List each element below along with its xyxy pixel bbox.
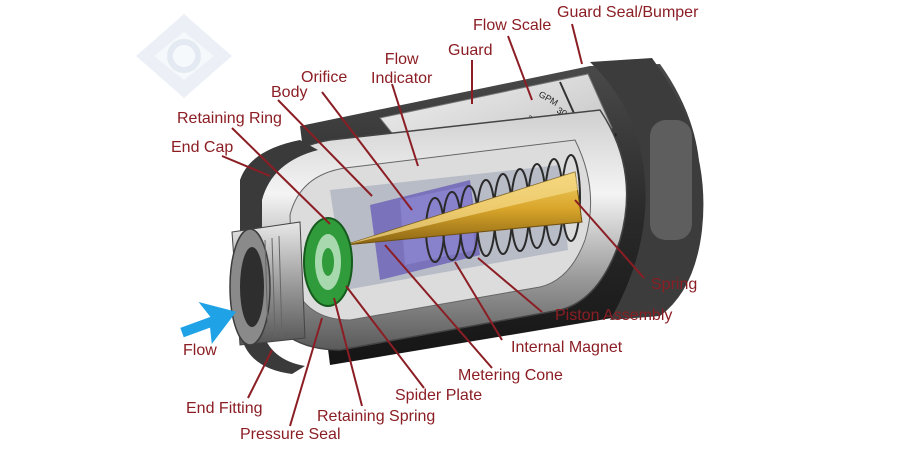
label-metering-cone: Metering Cone	[458, 367, 563, 384]
flow-arrow-icon	[180, 302, 237, 345]
label-guard: Guard	[448, 42, 493, 59]
leader-flow-indicator	[391, 83, 419, 167]
leader-metering-cone	[384, 244, 493, 369]
leader-guard-seal	[571, 23, 583, 65]
leader-piston-assembly	[477, 257, 543, 313]
label-flow-scale: Flow Scale	[473, 17, 552, 34]
metering-cone	[344, 171, 583, 246]
watermark-logo	[136, 14, 232, 98]
label-piston-assembly: Piston Assembly	[555, 307, 673, 324]
leader-retaining-ring	[231, 127, 331, 225]
end-fitting	[229, 221, 306, 346]
leader-flow-scale	[507, 35, 533, 101]
spider-plate	[303, 217, 353, 307]
label-flow-indicator-line2: Indicator	[371, 70, 433, 87]
label-body: Body	[271, 84, 308, 101]
label-end-fitting: End Fitting	[186, 400, 263, 417]
label-spring: Spring	[651, 276, 698, 293]
label-flow-indicator: Flow Indicator	[371, 50, 432, 88]
leader-spring	[574, 199, 645, 279]
label-spider-plate: Spider Plate	[395, 387, 483, 404]
leader-end-cap	[221, 155, 271, 177]
leader-internal-magnet	[454, 261, 503, 341]
label-guard-seal-bumper: Guard Seal/Bumper	[557, 4, 699, 21]
label-internal-magnet: Internal Magnet	[511, 339, 623, 356]
leader-end-fitting	[247, 349, 273, 399]
label-end-cap: End Cap	[171, 139, 234, 156]
label-pressure-seal: Pressure Seal	[240, 426, 341, 443]
label-flow: Flow	[183, 342, 217, 359]
label-flow-indicator-line1: Flow	[384, 51, 419, 68]
leader-body	[277, 99, 373, 197]
leader-lines	[221, 23, 645, 427]
leader-pressure-seal	[289, 317, 323, 427]
label-retaining-ring: Retaining Ring	[177, 110, 282, 127]
label-orifice: Orifice	[301, 69, 348, 86]
label-retaining-spring: Retaining Spring	[317, 408, 436, 425]
leader-orifice	[321, 91, 413, 211]
leader-retaining-spring	[333, 297, 363, 407]
leader-spider-plate	[345, 285, 425, 389]
